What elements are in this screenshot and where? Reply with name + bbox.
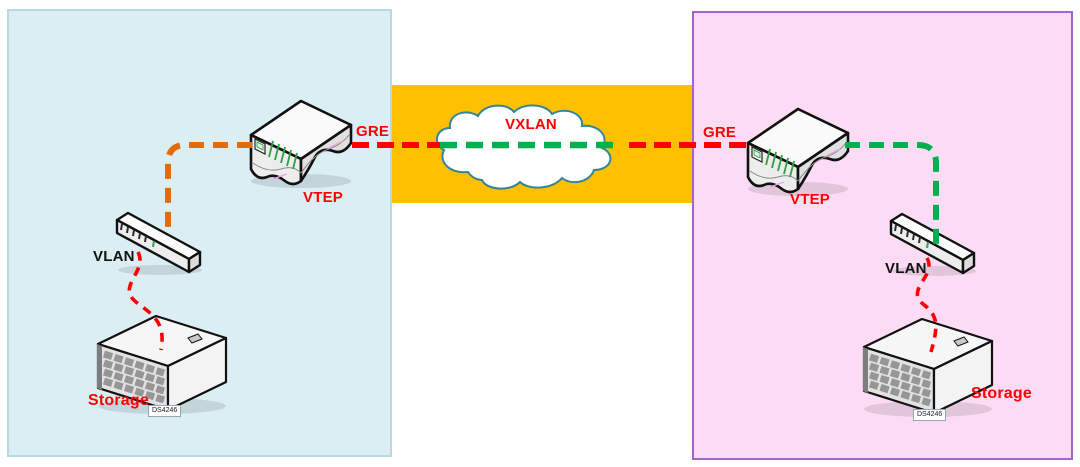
vlan-label-right: VLAN (885, 260, 927, 277)
vlan-switch-icon-left (115, 211, 204, 277)
vtep-label-right: VTEP (790, 191, 830, 208)
gre-label-right: GRE (703, 124, 737, 141)
vlan-uplink-right (845, 142, 939, 247)
vxlan-label: VXLAN (505, 116, 557, 133)
vlan-label-left: VLAN (93, 248, 135, 265)
storage-link-right (915, 257, 938, 353)
vtep-router-icon-right (746, 107, 850, 198)
storage-model-badge-right: DS4246 (913, 409, 947, 421)
storage-label-right: Storage (971, 385, 1032, 402)
storage-label-left: Storage (88, 392, 149, 409)
storage-link-left (127, 251, 164, 351)
vtep-router-icon-left (249, 99, 353, 190)
gre-label-left: GRE (356, 123, 390, 140)
vtep-label-left: VTEP (303, 189, 343, 206)
storage-model-badge-left: DS4246 (148, 405, 182, 417)
vlan-uplink-left (165, 142, 252, 236)
